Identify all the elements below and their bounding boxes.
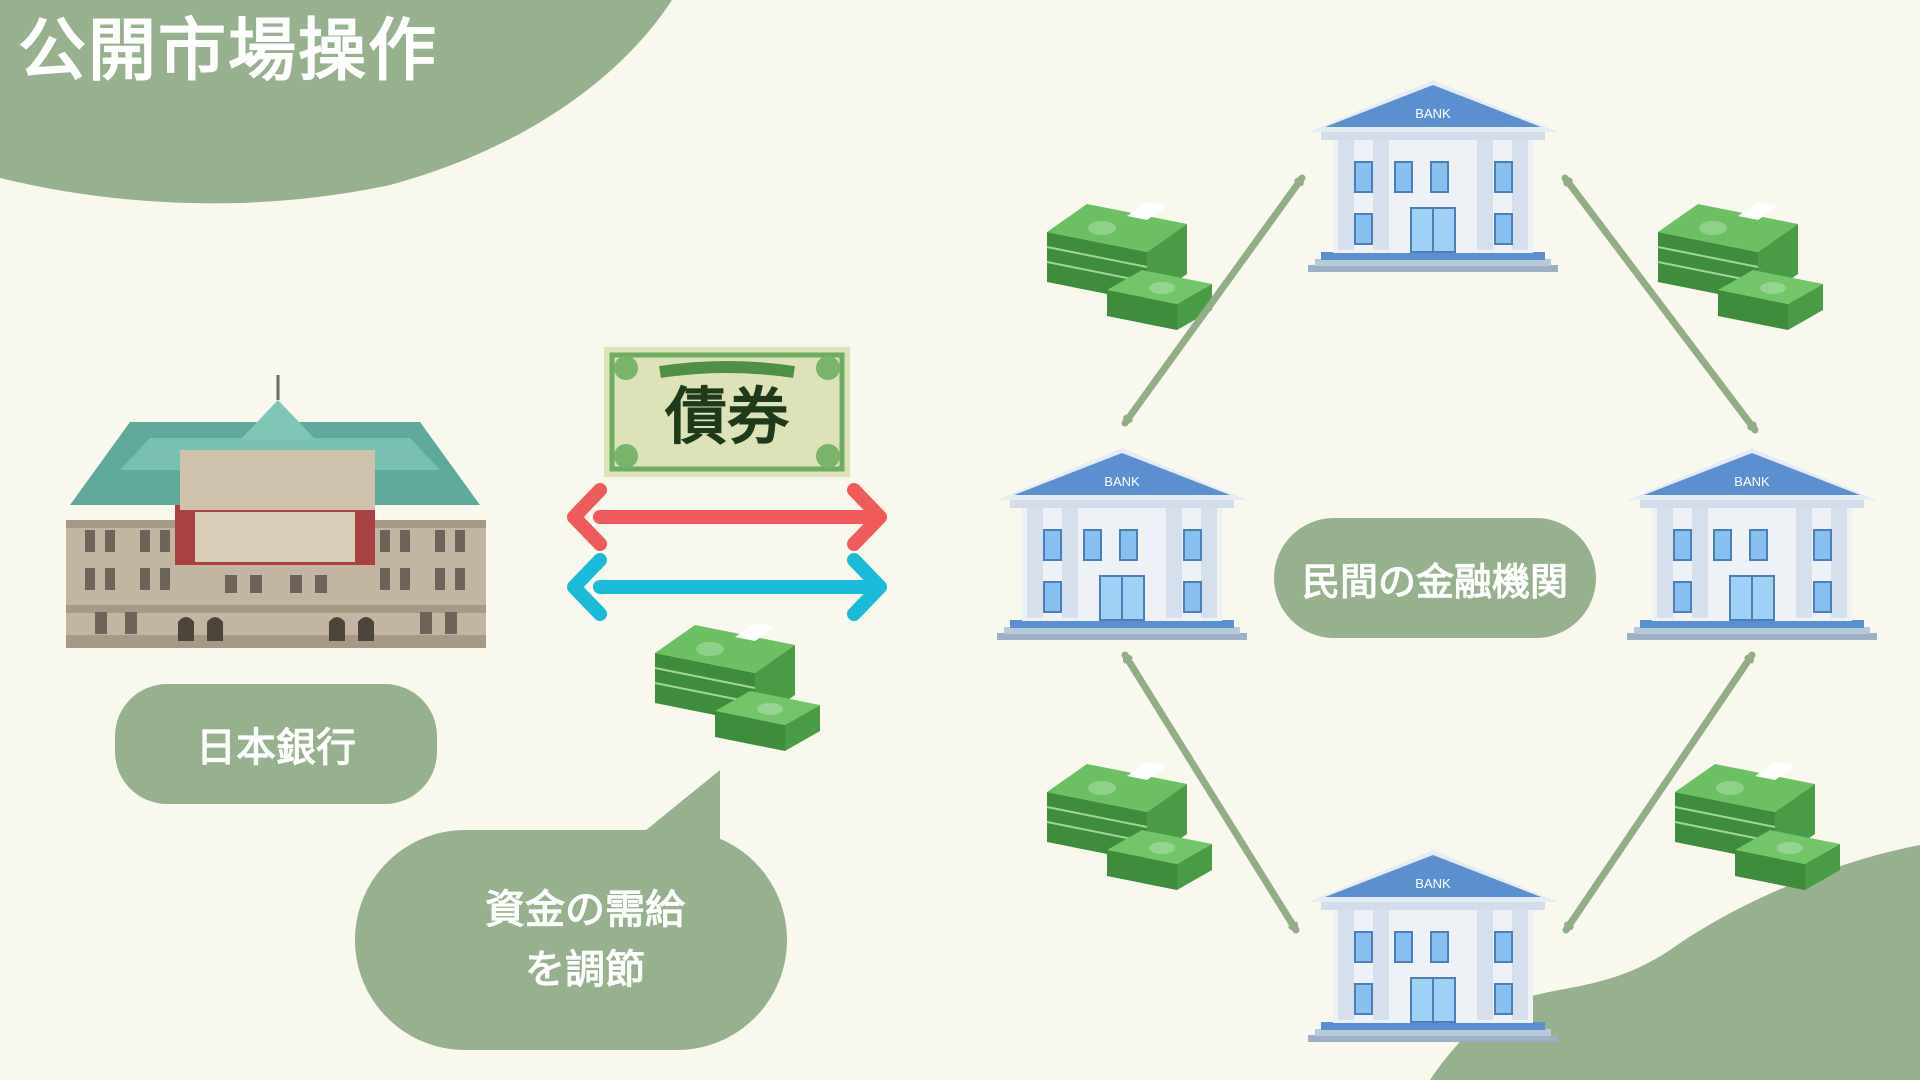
speech-bubble-text: 資金の需給 を調節 <box>360 880 810 1000</box>
boj-label: 日本銀行 <box>115 684 437 804</box>
money-stack-icon <box>654 622 821 752</box>
bank-building-icon-bottom <box>1307 849 1559 1043</box>
arrow-bottom-right <box>1562 651 1756 934</box>
boj-building-icon <box>66 375 486 648</box>
bank-building-icon-right <box>1626 447 1878 641</box>
arrow-top-left <box>1121 174 1306 427</box>
bond-certificate-icon: 債券 <box>604 347 850 477</box>
network-arrows <box>1121 174 1759 934</box>
money-stack-icon <box>1046 761 1213 891</box>
money-flow-arrow <box>567 553 887 621</box>
speech-bubble-line1: 資金の需給 <box>485 887 685 933</box>
money-stack-icon <box>1657 201 1824 331</box>
page-title: 公開市場操作 <box>18 12 439 91</box>
corner-blob <box>1430 845 1920 1080</box>
arrow-bottom-left <box>1121 651 1300 934</box>
money-stack-icon <box>1674 761 1841 891</box>
financial-institutions-label: 民間の金融機関 <box>1274 518 1596 638</box>
arrow-top-right <box>1561 174 1759 434</box>
money-stack-icon <box>1046 201 1213 331</box>
bond-label: 債券 <box>664 380 790 453</box>
bank-building-icon-left <box>996 447 1248 641</box>
bond-flow-arrow <box>567 483 887 551</box>
speech-bubble-line2: を調節 <box>525 947 645 993</box>
title-blob <box>0 0 672 204</box>
speech-bubble <box>355 770 787 1050</box>
bank-building-icon-top <box>1307 79 1559 273</box>
